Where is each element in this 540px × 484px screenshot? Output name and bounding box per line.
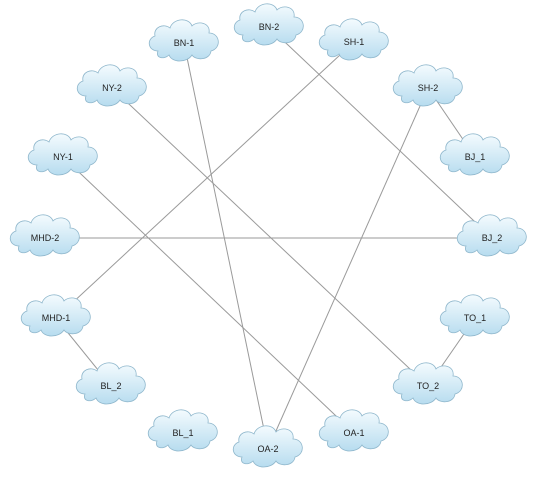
node-label: BJ_2: [482, 233, 503, 243]
node-label: BJ_1: [465, 152, 486, 162]
cloud-node-bn-2[interactable]: BN-2: [233, 3, 304, 46]
link-ny-2-to_2: [111, 87, 429, 387]
node-label: BL_1: [172, 428, 193, 438]
cloud-node-bj_1[interactable]: BJ_1: [439, 133, 510, 176]
cloud-node-bj_2[interactable]: BJ_2: [456, 214, 527, 257]
node-label: NY-1: [53, 152, 73, 162]
cloud-node-ny-2[interactable]: NY-2: [76, 64, 147, 107]
link-sh-1-mhd-1: [55, 41, 355, 319]
node-label: BL_2: [100, 381, 121, 391]
cloud-node-ny-1[interactable]: NY-1: [27, 133, 98, 176]
cloud-node-oa-2[interactable]: OA-2: [232, 425, 303, 468]
node-label: MHD-1: [42, 313, 71, 323]
cloud-node-bn-1[interactable]: BN-1: [148, 19, 219, 62]
cloud-node-bl_2[interactable]: BL_2: [75, 362, 146, 405]
node-label: BN-1: [174, 38, 195, 48]
node-label: TO_1: [464, 313, 486, 323]
node-label: MHD-2: [31, 233, 60, 243]
node-label: SH-2: [418, 83, 439, 93]
link-sh-2-oa-2: [267, 87, 429, 450]
links: [45, 26, 493, 450]
cloud-node-to_1[interactable]: TO_1: [439, 294, 510, 337]
link-ny-1-oa-1: [62, 156, 355, 434]
node-label: NY-2: [102, 83, 122, 93]
cloud-node-to_2[interactable]: TO_2: [392, 362, 463, 405]
cloud-node-mhd-2[interactable]: MHD-2: [9, 214, 80, 257]
node-label: SH-1: [344, 37, 365, 47]
node-label: TO_2: [417, 381, 439, 391]
cloud-node-sh-2[interactable]: SH-2: [392, 64, 463, 107]
cloud-node-sh-1[interactable]: SH-1: [318, 18, 389, 61]
link-bn-2-bj_2: [268, 26, 493, 239]
node-label: BN-2: [259, 22, 280, 32]
cloud-node-oa-1[interactable]: OA-1: [318, 409, 389, 452]
cloud-node-bl_1[interactable]: BL_1: [147, 409, 218, 452]
node-label: OA-1: [343, 428, 364, 438]
node-label: OA-2: [257, 444, 278, 454]
cloud-node-mhd-1[interactable]: MHD-1: [20, 294, 91, 337]
link-bn-1-oa-2: [183, 42, 269, 450]
